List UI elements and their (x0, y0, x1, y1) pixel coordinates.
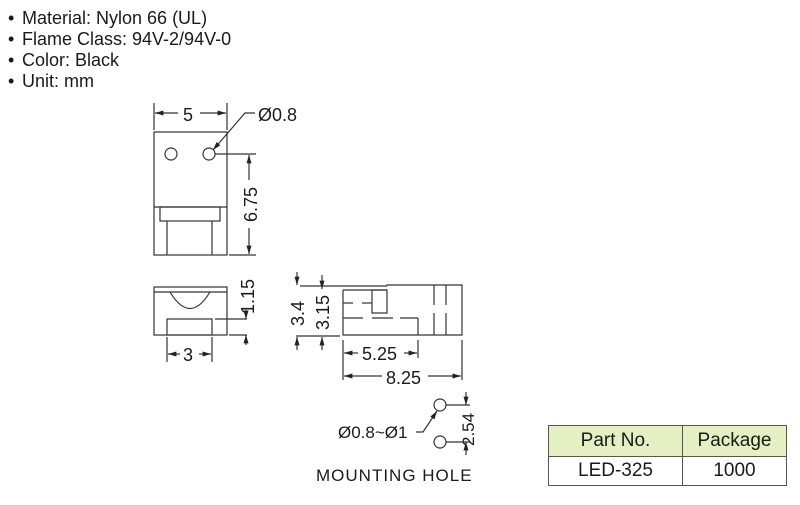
spec-color: •Color: Black (8, 50, 120, 70)
mounting-hole-view (416, 392, 470, 455)
dim-width-5: 5 (183, 105, 193, 125)
dim-pitch: 2.54 (459, 413, 478, 446)
dim-length-525: 5.25 (362, 344, 397, 364)
mounting-hole-label: MOUNTING HOLE (316, 466, 473, 485)
header-package: Package (682, 425, 787, 457)
dim-hole-dia: Ø0.8 (258, 105, 297, 125)
header-part-no: Part No. (548, 425, 683, 457)
bottom-view (153, 286, 249, 362)
table-row: LED-325 1000 (548, 456, 787, 486)
cell-package: 1000 (682, 456, 787, 486)
dim-length-825: 8.25 (386, 368, 421, 388)
dim-height-34: 3.4 (288, 301, 308, 326)
spec-material: •Material: Nylon 66 (UL) (8, 8, 208, 28)
front-view (153, 103, 256, 256)
dim-width-3: 3 (183, 345, 193, 365)
spec-unit: •Unit: mm (8, 71, 94, 91)
cell-part-no: LED-325 (548, 456, 683, 486)
side-view (294, 272, 463, 380)
spec-flame-class: •Flame Class: 94V-2/94V-0 (8, 29, 232, 49)
dim-height-115: 1.15 (238, 279, 258, 314)
spec-list: •Material: Nylon 66 (UL) •Flame Class: 9… (8, 8, 231, 92)
table-header-row: Part No. Package (548, 425, 787, 457)
dim-height-315: 3.15 (313, 295, 333, 330)
dim-mount-hole-dia: Ø0.8~Ø1 (338, 423, 407, 442)
part-table: Part No. Package LED-325 1000 (548, 425, 787, 486)
dim-height-675: 6.75 (241, 187, 261, 222)
